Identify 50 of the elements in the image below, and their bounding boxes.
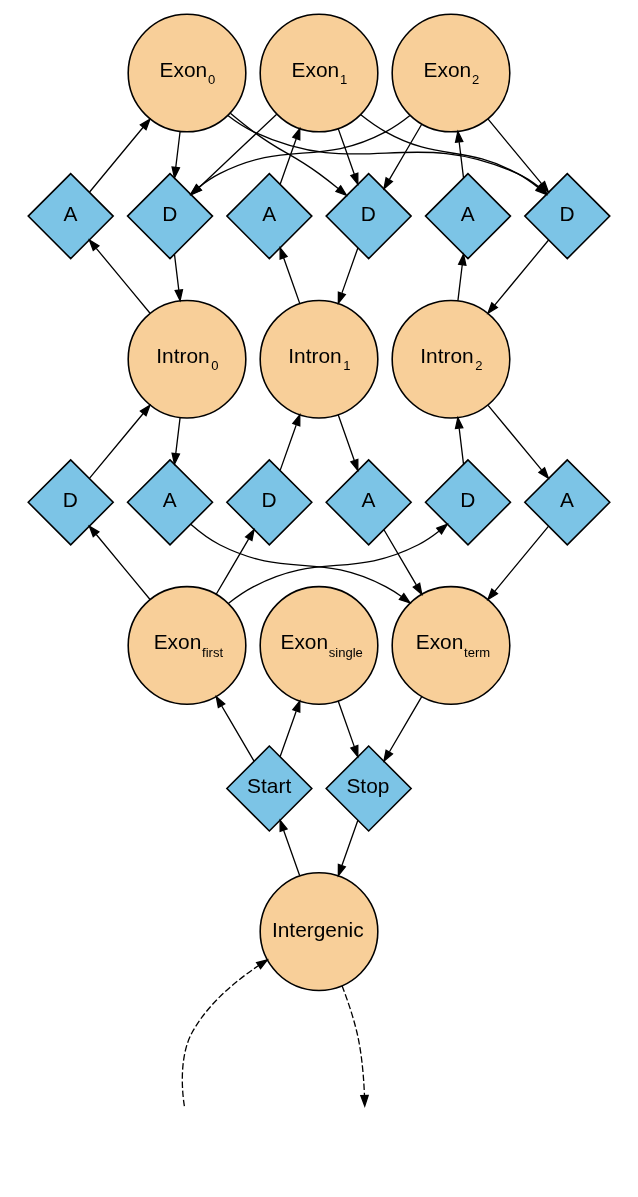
node-circle: Exon$_{single}$ <box>259 585 379 705</box>
node-diamond: D <box>225 458 313 546</box>
arrow <box>227 523 449 604</box>
arrow <box>181 958 269 1107</box>
arrow <box>88 403 152 479</box>
arrow <box>190 523 412 605</box>
arrow <box>382 696 423 763</box>
arrow <box>215 694 255 762</box>
arrow <box>215 528 256 595</box>
arrow <box>279 699 301 758</box>
arrow <box>173 253 184 303</box>
arrow <box>171 130 181 180</box>
arrow <box>171 417 181 466</box>
arrow <box>487 404 550 480</box>
arrow <box>279 818 301 877</box>
node-diamond: A <box>424 172 512 260</box>
node-diamond: D <box>424 458 512 546</box>
node-diamond: D <box>523 172 611 260</box>
arrow <box>337 128 359 187</box>
arrow <box>279 246 301 304</box>
arrow <box>337 247 359 305</box>
arrow <box>486 239 550 315</box>
arrow <box>454 129 465 179</box>
arrow <box>457 252 467 302</box>
arrow <box>189 114 411 196</box>
node-circle: Exon$_{first}$ <box>127 585 247 705</box>
node-circle: Intron$_{1}$ <box>259 299 379 419</box>
node-diamond: D <box>27 458 115 546</box>
arrow <box>88 117 152 193</box>
arrow <box>337 700 359 759</box>
node-diamond: A <box>126 458 214 546</box>
arrow <box>279 126 301 185</box>
arrow <box>382 123 423 191</box>
node-circle: Exon$_{1}$ <box>259 13 379 133</box>
node-circle: Exon$_{2}$ <box>391 13 511 133</box>
arrow <box>337 414 359 473</box>
arrow <box>383 529 423 596</box>
arrow <box>454 415 465 465</box>
arrow <box>486 525 550 601</box>
arrow <box>229 112 348 197</box>
arrow <box>189 113 278 197</box>
arrow <box>341 985 370 1109</box>
arrow <box>88 524 151 601</box>
node-diamond: A <box>27 172 115 260</box>
arrow <box>88 238 151 314</box>
node-diamond: D <box>126 172 214 260</box>
node-diamond: A <box>523 458 611 546</box>
arrow <box>279 412 301 472</box>
arrow <box>337 819 359 878</box>
node-circle: Intergenic <box>259 872 379 992</box>
